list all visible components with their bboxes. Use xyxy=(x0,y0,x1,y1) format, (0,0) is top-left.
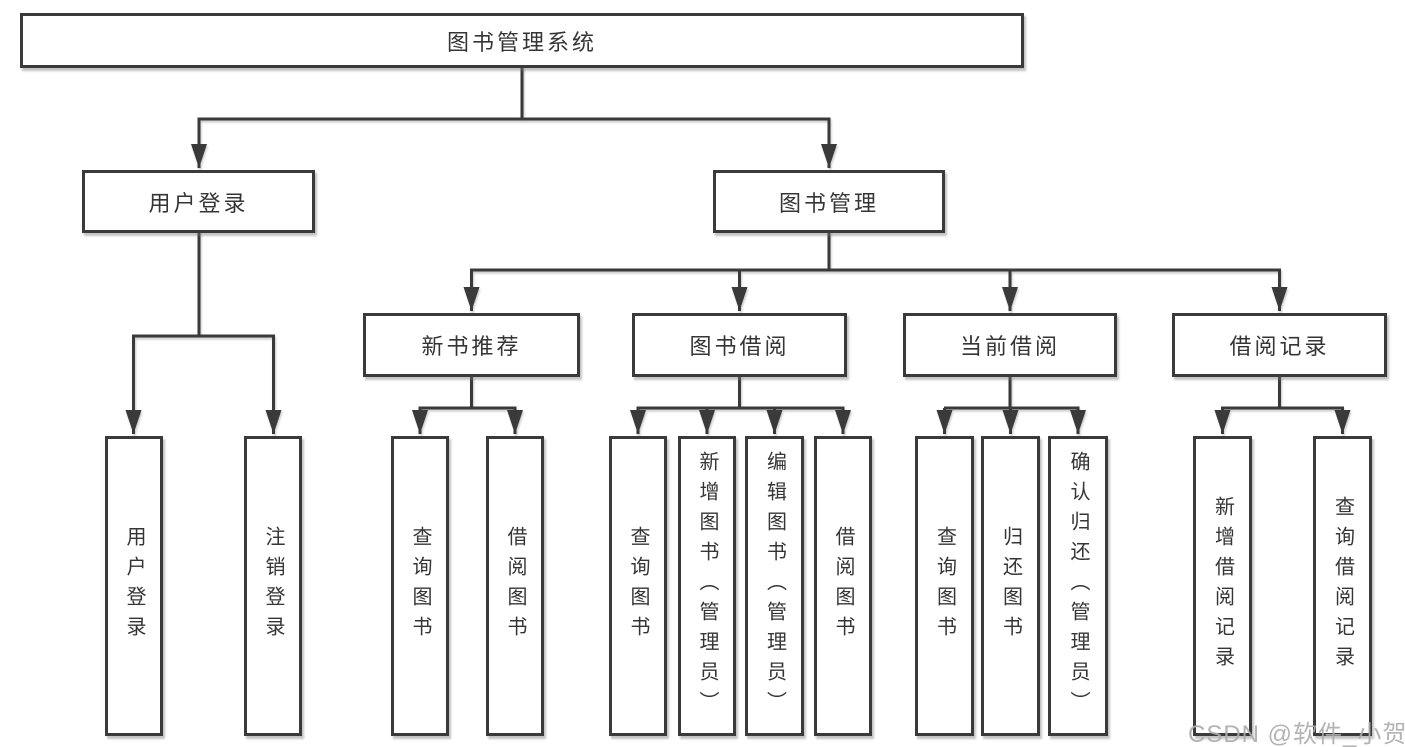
node-label: 查询图书 xyxy=(627,526,649,646)
node-label: 编辑图书（管理员） xyxy=(763,451,786,721)
node-label: 借阅图书 xyxy=(832,526,854,646)
node-label: 借阅记录 xyxy=(1229,334,1330,359)
node-borrowing-records: 借阅记录 xyxy=(1172,313,1387,377)
csdn-watermark: CSDN @软件_小贺同学 xyxy=(1188,721,1405,747)
node-book-management: 图书管理 xyxy=(713,170,945,233)
leaf-user-login: 用户登录 xyxy=(105,436,163,736)
node-label: 图书管理 xyxy=(778,190,879,216)
node-label: 确认归还（管理员） xyxy=(1067,451,1089,721)
leaf-edit-books-admin: 编辑图书（管理员） xyxy=(745,436,804,736)
node-current-borrowing: 当前借阅 xyxy=(903,313,1117,377)
node-library-management-system: 图书管理系统 xyxy=(20,13,1024,68)
leaf-confirm-return-admin: 确认归还（管理员） xyxy=(1048,436,1108,736)
node-label: 新增图书（管理员） xyxy=(696,451,718,721)
node-user-login: 用户登录 xyxy=(82,170,315,233)
node-new-book-recommend: 新书推荐 xyxy=(363,313,580,377)
node-label: 用户登录 xyxy=(148,190,249,216)
node-book-borrowing: 图书借阅 xyxy=(632,313,847,377)
node-label: 借阅图书 xyxy=(504,526,526,646)
leaf-return-books: 归还图书 xyxy=(981,436,1040,736)
leaf-add-borrow-record: 新增借阅记录 xyxy=(1193,436,1252,736)
node-label: 当前借阅 xyxy=(959,334,1060,359)
leaf-borrow-books-recommend: 借阅图书 xyxy=(486,436,544,736)
node-label: 归还图书 xyxy=(999,526,1022,646)
node-label: 注销登录 xyxy=(262,526,284,646)
node-label: 用户登录 xyxy=(123,526,145,646)
node-label: 新增借阅记录 xyxy=(1211,496,1234,676)
node-label: 图书借阅 xyxy=(689,334,790,359)
node-label: 查询借阅记录 xyxy=(1331,496,1354,676)
leaf-logout: 注销登录 xyxy=(244,436,302,736)
leaf-add-books-admin: 新增图书（管理员） xyxy=(678,436,736,736)
node-label: 新书推荐 xyxy=(421,334,522,359)
leaf-query-books-current: 查询图书 xyxy=(915,436,974,736)
node-label: 查询图书 xyxy=(933,526,956,646)
leaf-query-books-recommend: 查询图书 xyxy=(391,436,449,736)
node-label: 图书管理系统 xyxy=(446,29,597,55)
leaf-query-borrow-record: 查询借阅记录 xyxy=(1313,436,1372,736)
node-label: 查询图书 xyxy=(409,526,431,646)
leaf-query-books-borrowing: 查询图书 xyxy=(609,436,667,736)
leaf-borrow-books-borrowing: 借阅图书 xyxy=(814,436,872,736)
